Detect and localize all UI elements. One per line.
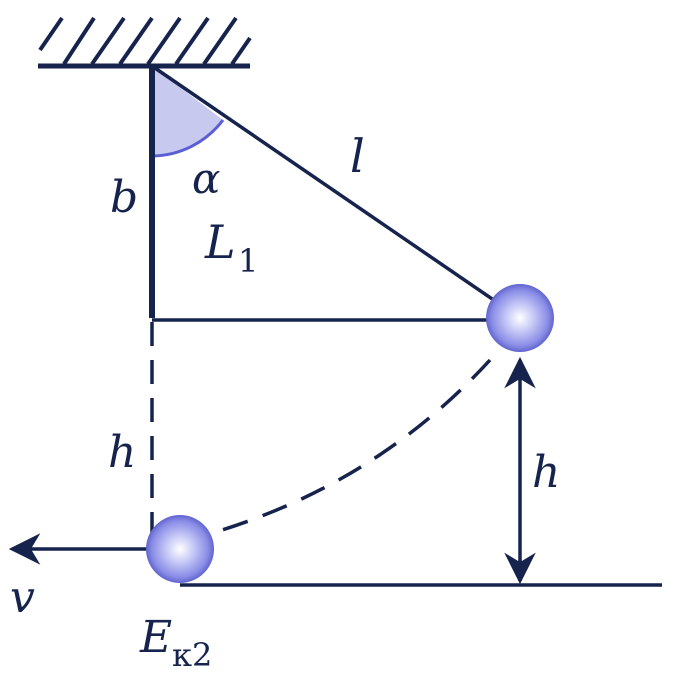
label-l: l [350, 129, 365, 183]
label-E: E [139, 612, 172, 663]
string-l [151, 64, 521, 320]
ceiling-hatching [38, 16, 252, 66]
ball-upper [486, 284, 554, 352]
ceiling-support [38, 16, 252, 69]
label-L-subscript: 1 [238, 242, 258, 280]
label-h-right: h [532, 447, 560, 498]
angle-alpha-wedge [152, 66, 223, 156]
label-L: L [204, 215, 236, 269]
ball-lower [146, 515, 214, 583]
label-b: b [110, 172, 138, 223]
trajectory-arc [221, 358, 492, 532]
label-E-subscript: к2 [172, 636, 212, 674]
label-v: v [10, 572, 35, 623]
angle-alpha-arc [151, 119, 225, 158]
label-alpha: α [192, 154, 220, 203]
label-h-left: h [108, 427, 136, 478]
